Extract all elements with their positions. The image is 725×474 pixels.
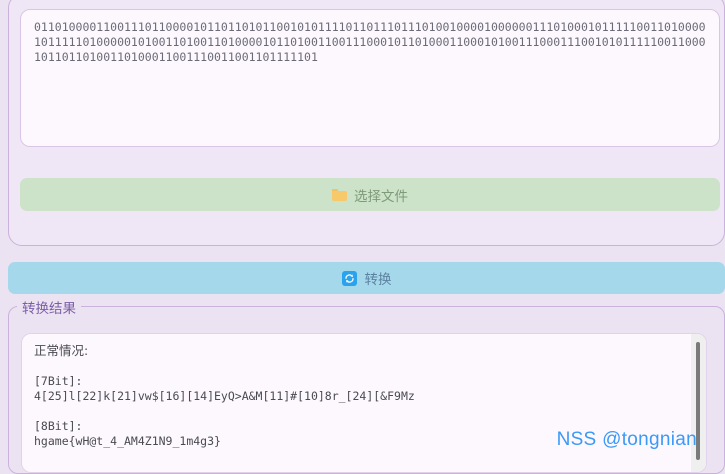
folder-icon [332,188,347,201]
result-label-8bit: [8Bit]: [34,419,83,433]
result-line-normal: 正常情况: [34,343,89,358]
result-value-7bit: 4[25]l[22]k[21]vw$[16][14]EyQ>A&M[11]#[1… [34,389,415,403]
convert-button[interactable]: 转换 [8,262,725,294]
binary-converter-page: 0110100001100111011000010110110101100101… [8,0,725,474]
select-file-button[interactable]: 选择文件 [20,178,720,211]
binary-input-textarea[interactable]: 0110100001100111011000010110110101100101… [20,9,720,147]
result-value-8bit: hgame{wH@t_4_AM4Z1N9_1m4g3} [34,434,221,448]
result-output-box[interactable]: 正常情况: [7Bit]: 4[25]l[22]k[21]vw$[16][14]… [21,333,707,473]
watermark: NSS @tongnian [556,429,697,450]
result-scrollbar-thumb[interactable] [696,342,700,460]
input-panel: 0110100001100111011000010110110101100101… [8,0,725,246]
result-label-7bit: [7Bit]: [34,374,83,388]
select-file-label: 选择文件 [354,188,408,204]
result-scrollbar[interactable] [691,334,706,472]
sync-icon [341,270,357,286]
result-fieldset: 转换结果 正常情况: [7Bit]: 4[25]l[22]k[21]vw$[16… [8,297,725,474]
convert-label: 转换 [364,272,392,287]
result-output-text: 正常情况: [7Bit]: 4[25]l[22]k[21]vw$[16][14]… [22,334,693,472]
result-legend: 转换结果 [17,297,81,317]
